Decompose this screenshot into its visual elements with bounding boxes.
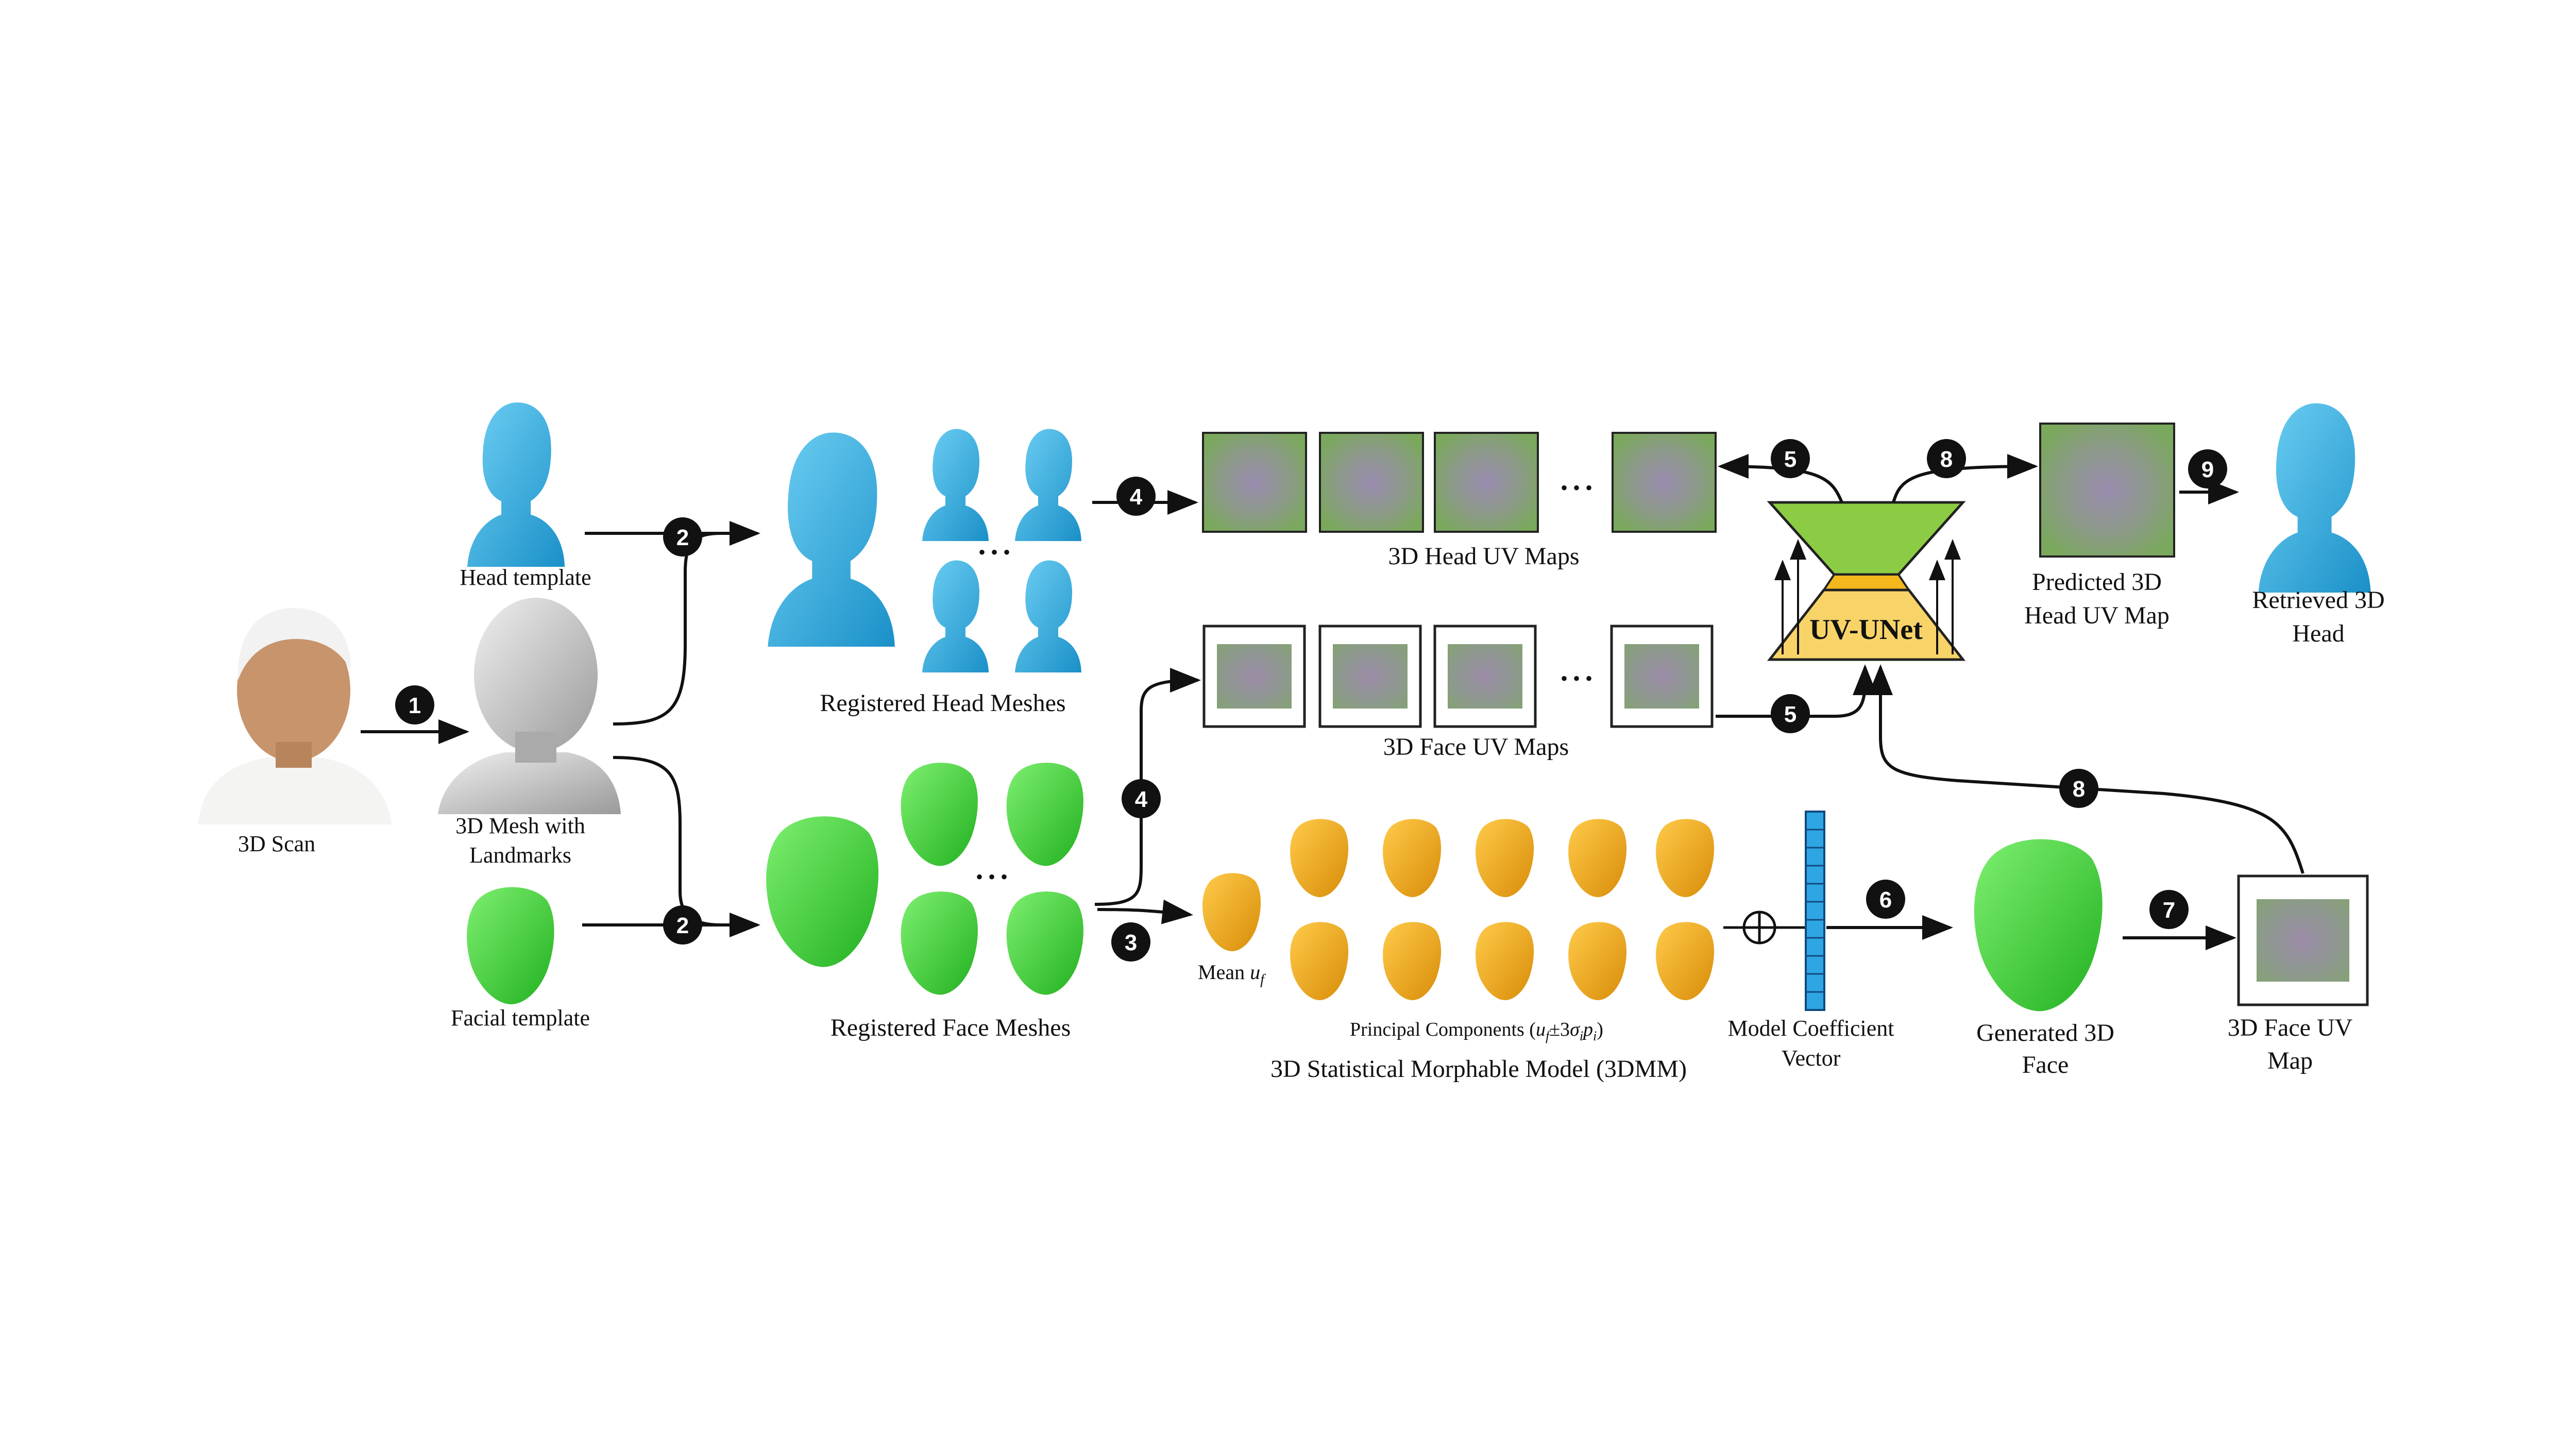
head-uv-maps xyxy=(1202,432,1717,533)
pred-label-line2: Head UV Map xyxy=(2024,602,2170,629)
mesh-label-line1: 3D Mesh with xyxy=(455,813,585,838)
unet-label: UV-UNet xyxy=(1809,614,1923,646)
face-uv-maps xyxy=(1202,625,1714,728)
svg-text:9: 9 xyxy=(2201,457,2214,482)
svg-text:1: 1 xyxy=(409,693,421,718)
ret-label-line2: Head xyxy=(2292,620,2344,647)
svg-text:5: 5 xyxy=(1784,447,1797,472)
svg-text:3: 3 xyxy=(1125,930,1137,955)
step-4a: 4 xyxy=(1116,477,1156,516)
step-2a: 2 xyxy=(663,517,702,557)
svg-text:4: 4 xyxy=(1130,484,1143,510)
generated-face xyxy=(1974,839,2103,1012)
svg-text:6: 6 xyxy=(1879,887,1892,913)
coefficient-vector xyxy=(1805,811,1825,1011)
face-uv-label: 3D Face UV Maps xyxy=(1383,733,1569,761)
scan-photo xyxy=(198,608,392,824)
registered-head-label: Registered Head Meshes xyxy=(820,689,1065,717)
svg-text:2: 2 xyxy=(676,913,689,938)
registered-face-label: Registered Face Meshes xyxy=(831,1014,1071,1041)
registered-face-large xyxy=(766,816,879,967)
svg-text:2: 2 xyxy=(676,525,689,550)
mean-face xyxy=(1202,873,1261,952)
landmark-mesh xyxy=(438,598,621,814)
registered-head-1 xyxy=(922,429,989,541)
face-uv-label-line1: 3D Face UV xyxy=(2228,1014,2353,1041)
svg-text:7: 7 xyxy=(2163,898,2175,923)
face-mesh-ellipsis: • • • xyxy=(976,865,1008,888)
unet-skip-arrows xyxy=(1774,539,1961,654)
facial-template-label: Facial template xyxy=(451,1005,590,1031)
step-1: 1 xyxy=(395,685,434,724)
step-8a: 8 xyxy=(1927,439,1966,478)
registered-face-3 xyxy=(901,891,978,995)
step-2b: 2 xyxy=(663,905,702,945)
mesh-label-line2: Landmarks xyxy=(469,843,571,868)
oplus-icon xyxy=(1723,911,1806,945)
mean-label: Mean uf xyxy=(1198,961,1266,988)
step-9: 9 xyxy=(2188,449,2227,488)
registered-head-2 xyxy=(1015,429,1081,541)
head-mesh-ellipsis: • • • xyxy=(978,541,1010,564)
registered-head-3 xyxy=(922,560,989,672)
svg-text:8: 8 xyxy=(1940,447,1953,472)
step-3: 3 xyxy=(1111,922,1150,962)
facial-template-icon xyxy=(467,887,554,1005)
registered-head-large xyxy=(768,432,895,647)
head-template-label: Head template xyxy=(460,565,591,590)
head-uv-ellipsis: • • • xyxy=(1561,476,1592,499)
head-uv-label: 3D Head UV Maps xyxy=(1388,543,1579,570)
face-uv-ellipsis: • • • xyxy=(1561,667,1592,690)
svg-text:8: 8 xyxy=(2073,777,2085,802)
step-6: 6 xyxy=(1866,880,1905,919)
pc-label: Principal Components (uf±3σipi) xyxy=(1350,1019,1603,1043)
step-4b: 4 xyxy=(1122,779,1161,818)
face-uv-map-single xyxy=(2237,874,2369,1006)
arrows-middle xyxy=(1092,490,1201,924)
sm-title: 3D Statistical Morphable Model (3DMM) xyxy=(1270,1055,1687,1083)
retrieved-head xyxy=(2258,403,2371,593)
step-5b: 5 xyxy=(1771,694,1810,733)
coef-label-line1: Model Coefficient xyxy=(1728,1016,1894,1041)
pred-label-line1: Predicted 3D xyxy=(2032,568,2162,596)
arrows-right xyxy=(1716,454,2304,950)
step-5a: 5 xyxy=(1771,439,1810,478)
registered-head-4 xyxy=(1015,560,1081,672)
ret-label-line1: Retrieved 3D xyxy=(2252,586,2384,614)
uv-unet xyxy=(1767,501,1966,661)
head-template-icon xyxy=(467,402,565,567)
registered-face-4 xyxy=(1006,891,1083,995)
gen-label-line2: Face xyxy=(2022,1051,2069,1079)
step-7: 7 xyxy=(2149,890,2189,929)
step-8b: 8 xyxy=(2059,769,2098,808)
svg-text:5: 5 xyxy=(1784,702,1797,727)
registered-face-1 xyxy=(901,763,978,866)
predicted-head-uv xyxy=(2039,423,2175,558)
registered-face-2 xyxy=(1006,763,1083,866)
svg-text:4: 4 xyxy=(1135,787,1148,812)
principal-components xyxy=(1290,819,1715,1001)
face-uv-label-line2: Map xyxy=(2267,1047,2313,1074)
scan-label: 3D Scan xyxy=(238,831,315,856)
gen-label-line1: Generated 3D xyxy=(1976,1019,2114,1047)
coef-label-line2: Vector xyxy=(1782,1046,1841,1071)
